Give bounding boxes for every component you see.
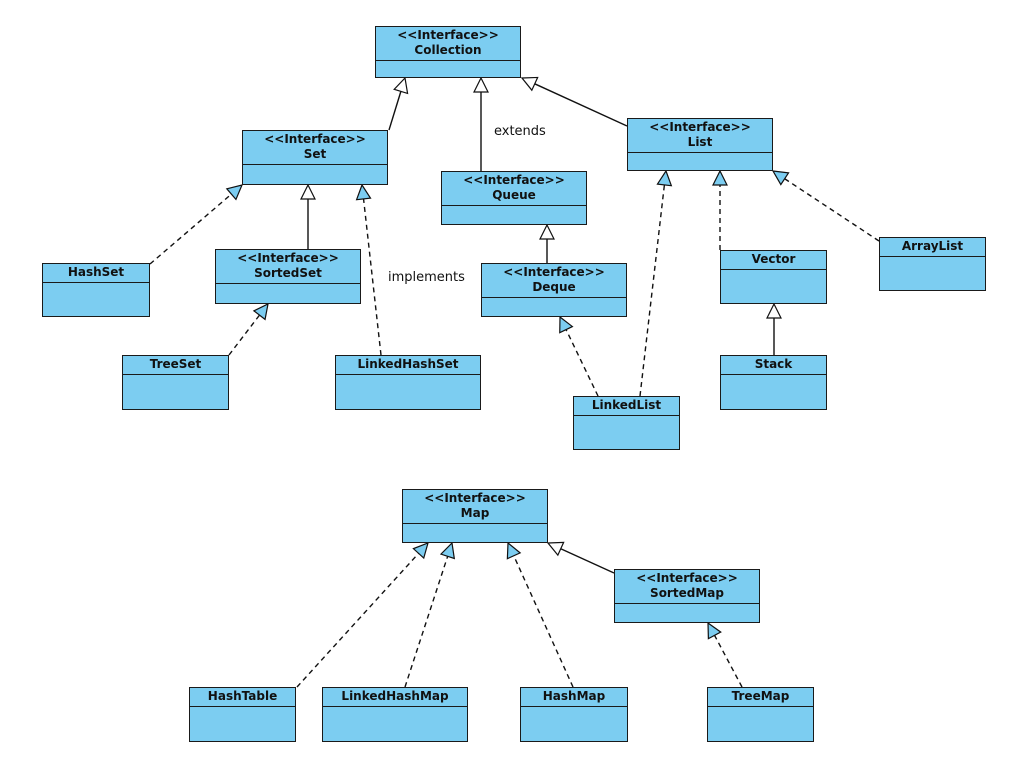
class-name: HashMap xyxy=(542,689,606,703)
class-name: Collection xyxy=(414,43,482,57)
class-name: ArrayList xyxy=(901,239,964,253)
hollow-arrowhead-icon xyxy=(771,170,790,186)
relation-linkedhashset-to-set xyxy=(355,183,382,356)
class-linkedlist: LinkedList xyxy=(573,396,680,450)
class-hashmap: HashMap xyxy=(520,687,628,742)
hollow-arrowhead-icon xyxy=(412,542,429,560)
implements-line xyxy=(296,552,420,688)
class-name: Stack xyxy=(754,357,793,371)
class-name: SortedMap xyxy=(650,586,724,600)
relation-treeset-to-sortedset xyxy=(228,302,269,356)
interface-sortedmap: <<Interface>>SortedMap xyxy=(614,569,760,623)
relation-set-to-collection xyxy=(388,76,409,131)
relation-linkedlist-to-list xyxy=(639,169,673,397)
relation-linkedhashmap-to-map xyxy=(404,541,456,688)
relation-linkedlist-to-deque xyxy=(559,315,599,397)
relation-arraylist-to-list xyxy=(771,170,880,242)
implements-line xyxy=(713,635,743,688)
hollow-arrowhead-icon xyxy=(520,76,539,92)
relation-deque-to-queue xyxy=(539,223,555,263)
class-name: HashSet xyxy=(67,265,125,279)
stereotype: <<Interface>> xyxy=(424,491,526,505)
relation-treemap-to-sortedmap xyxy=(707,621,743,688)
relation-hashset-to-set xyxy=(149,184,244,265)
extends-label: extends xyxy=(494,124,546,139)
stereotype: <<Interface>> xyxy=(463,173,565,187)
implements-label: implements xyxy=(388,270,465,285)
relation-stack-to-vector xyxy=(766,302,782,355)
class-treemap: TreeMap xyxy=(707,687,814,742)
class-name: List xyxy=(687,135,713,149)
class-name: LinkedHashSet xyxy=(357,357,459,371)
interface-list: <<Interface>>List xyxy=(627,118,773,171)
hollow-arrowhead-icon xyxy=(559,315,574,334)
hollow-arrowhead-icon xyxy=(712,169,728,186)
class-linkedhashmap: LinkedHashMap xyxy=(322,687,468,742)
hollow-arrowhead-icon xyxy=(252,302,269,321)
class-name: TreeMap xyxy=(731,689,790,703)
hollow-arrowhead-icon xyxy=(439,541,456,560)
hollow-arrowhead-icon xyxy=(656,169,673,187)
interface-set: <<Interface>>Set xyxy=(242,130,388,185)
implements-line xyxy=(639,184,666,397)
class-arraylist: ArrayList xyxy=(879,237,986,291)
class-vector: Vector xyxy=(720,250,827,304)
class-linkedhashset: LinkedHashSet xyxy=(335,355,481,410)
relation-list-to-collection xyxy=(520,76,628,127)
interface-collection: <<Interface>>Collection xyxy=(375,26,521,78)
implements-line xyxy=(565,329,599,397)
implements-line xyxy=(513,555,574,688)
relation-vector-to-list xyxy=(712,169,728,250)
class-name: Vector xyxy=(751,252,796,266)
extends-line xyxy=(388,91,402,131)
hollow-arrowhead-icon xyxy=(546,541,565,557)
relation-sortedmap-to-map xyxy=(546,541,615,574)
extends-line xyxy=(534,83,628,127)
hollow-arrowhead-icon xyxy=(539,223,555,240)
class-treeset: TreeSet xyxy=(122,355,229,410)
class-name: TreeSet xyxy=(149,357,202,371)
class-name: Deque xyxy=(532,280,576,294)
class-stack: Stack xyxy=(720,355,827,410)
hollow-arrowhead-icon xyxy=(766,302,782,319)
stereotype: <<Interface>> xyxy=(397,28,499,42)
class-name: SortedSet xyxy=(254,266,322,280)
hollow-arrowhead-icon xyxy=(506,541,522,560)
implements-line xyxy=(404,556,449,688)
class-name: LinkedHashMap xyxy=(341,689,449,703)
implements-line xyxy=(784,178,880,242)
hollow-arrowhead-icon xyxy=(300,183,316,200)
implements-line xyxy=(228,314,261,356)
stereotype: <<Interface>> xyxy=(649,120,751,134)
interface-sortedset: <<Interface>>SortedSet xyxy=(215,249,361,304)
class-name: HashTable xyxy=(207,689,278,703)
class-name: Set xyxy=(303,147,327,161)
hollow-arrowhead-icon xyxy=(355,183,372,201)
stereotype: <<Interface>> xyxy=(503,265,605,279)
hollow-arrowhead-icon xyxy=(473,76,489,93)
interface-map: <<Interface>>Map xyxy=(402,489,548,543)
relation-queue-to-collection xyxy=(473,76,489,171)
class-hashset: HashSet xyxy=(42,263,150,317)
hollow-arrowhead-icon xyxy=(707,621,722,640)
stereotype: <<Interface>> xyxy=(264,132,366,146)
hollow-arrowhead-icon xyxy=(393,76,409,95)
class-hashtable: HashTable xyxy=(189,687,296,742)
class-name: Queue xyxy=(492,188,536,202)
class-name: LinkedList xyxy=(591,398,662,412)
stereotype: <<Interface>> xyxy=(237,251,339,265)
implements-line xyxy=(362,198,382,356)
interface-deque: <<Interface>>Deque xyxy=(481,263,627,317)
relation-hashtable-to-map xyxy=(296,542,429,688)
relation-hashmap-to-map xyxy=(506,541,574,688)
interface-queue: <<Interface>>Queue xyxy=(441,171,587,225)
hollow-arrowhead-icon xyxy=(225,184,244,201)
extends-line xyxy=(560,548,615,574)
stereotype: <<Interface>> xyxy=(636,571,738,585)
class-name: Map xyxy=(460,506,490,520)
relation-sortedset-to-set xyxy=(300,183,316,249)
